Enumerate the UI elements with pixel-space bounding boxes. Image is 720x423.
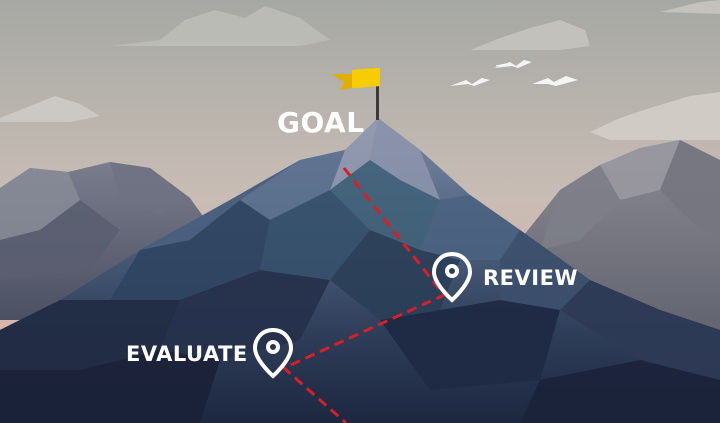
bird-icon xyxy=(450,60,578,86)
cloud-icon xyxy=(660,0,720,14)
evaluate-label: EVALUATE xyxy=(126,342,248,366)
review-label: REVIEW xyxy=(483,266,579,290)
cloud-icon xyxy=(470,20,590,50)
cloud-icon xyxy=(0,96,100,122)
cloud-icon xyxy=(590,92,720,140)
route-path xyxy=(281,167,447,423)
cloud-icon xyxy=(110,6,330,46)
flag-icon xyxy=(332,68,380,120)
goal-label: GOAL xyxy=(277,106,365,139)
location-pin-icon xyxy=(252,327,294,379)
location-pin-icon xyxy=(431,251,473,303)
